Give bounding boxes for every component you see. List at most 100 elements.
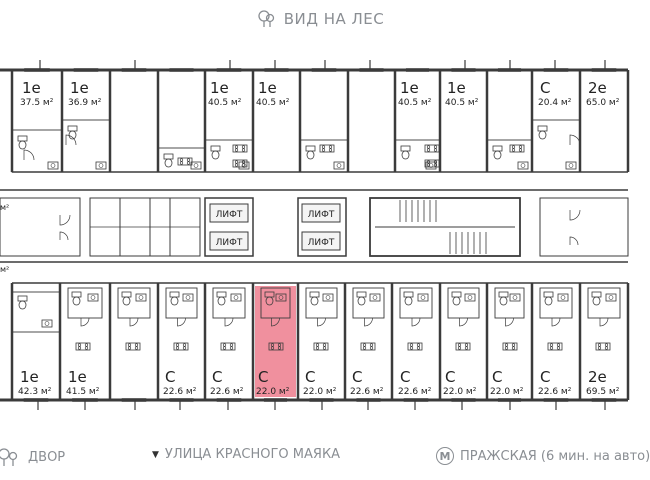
stove-icon [232, 159, 248, 168]
stove-burner [433, 145, 438, 149]
door-swing [411, 317, 421, 327]
sink-drain [520, 163, 526, 168]
sink-drain [512, 295, 518, 300]
stove-burner [464, 343, 469, 347]
bathroom-room [587, 287, 621, 319]
stove-icon [220, 342, 236, 351]
toilet-icon [67, 125, 78, 140]
elevator-box [209, 231, 249, 251]
sink-icon [275, 293, 287, 302]
door-arc [459, 317, 468, 327]
room-rect [537, 125, 548, 132]
room-rect [87, 293, 99, 302]
room-rect [216, 291, 227, 298]
door-arc [599, 317, 609, 327]
unit-area-label: 65.0 м² [586, 98, 620, 108]
door-swing [224, 317, 234, 327]
room-rect [17, 295, 28, 302]
toilet-icon [305, 145, 316, 160]
sink-drain [233, 295, 239, 300]
room-rect [121, 291, 132, 298]
toilet-bowl [401, 150, 410, 160]
room-rect [190, 161, 202, 170]
sink-drain [193, 163, 199, 168]
unit-area-label: 42.3 м² [18, 387, 52, 397]
stove-burner [511, 145, 516, 149]
stove-burner [518, 145, 523, 149]
door-arc [317, 317, 326, 327]
stove-burner [597, 343, 602, 347]
stove-burner [409, 346, 414, 350]
selected-apartment [255, 286, 296, 397]
stove-burner [270, 343, 275, 347]
room-rect [455, 342, 471, 351]
stove-icon [268, 342, 284, 351]
bathroom-room [447, 287, 480, 319]
sink-drain [608, 295, 614, 300]
toilet-bowl [452, 296, 461, 306]
sink-icon [87, 293, 99, 302]
stove-burner [416, 343, 421, 347]
sink-icon [509, 293, 521, 302]
room-rect [547, 342, 563, 351]
toilet-bowl [170, 296, 179, 306]
door-arc [505, 317, 514, 327]
toilet-icon [537, 125, 548, 140]
stove-burner [234, 163, 239, 167]
stove-burner [175, 346, 180, 350]
toilet-bowl [265, 296, 274, 306]
stove-burner [328, 148, 333, 152]
tree-icon [0, 448, 18, 466]
stove-burner [175, 343, 180, 347]
toilet-icon [543, 291, 554, 306]
unit-area-label: 40.5 м² [256, 98, 290, 108]
elevator-shaft-left [204, 197, 254, 257]
room-rect [163, 153, 174, 160]
stove-burner [457, 343, 462, 347]
room-rect [425, 161, 437, 170]
toilet-icon [71, 291, 82, 306]
stove-icon [232, 144, 248, 153]
unit-type-label: 1е [68, 368, 87, 386]
side-area-label: м² [0, 265, 9, 274]
stove-icon [75, 342, 91, 351]
stove-burner [369, 343, 374, 347]
sink-icon [333, 161, 345, 170]
room-rect [407, 342, 423, 351]
stove-icon [319, 144, 335, 153]
unit-area-label: 69.5 м² [586, 387, 620, 397]
toilet-bowl [211, 150, 220, 160]
stove-icon [509, 144, 525, 153]
metro-label: ПРАЖСКАЯ (6 мин. на авто) [460, 448, 650, 464]
sink-drain [325, 295, 331, 300]
door-swing [551, 317, 561, 327]
bathroom-room [305, 287, 338, 319]
stove-burner [182, 343, 187, 347]
stove-burner [179, 161, 184, 165]
sink-icon [417, 293, 429, 302]
unit-area-label: 22.6 м² [538, 387, 572, 397]
stove-burner [277, 346, 282, 350]
bathroom-room [157, 147, 206, 173]
door-arc [271, 317, 280, 327]
stove-burner [518, 148, 523, 152]
elevator-label: ЛИФТ [308, 210, 335, 220]
door-swing [459, 317, 468, 327]
stove-burner [127, 346, 132, 350]
toilet-bowl [122, 296, 131, 306]
room-rect [75, 342, 91, 351]
unit-area-label: 22.6 м² [350, 387, 384, 397]
stair-block [369, 197, 521, 257]
room-rect [232, 159, 248, 168]
metro-icon: М [436, 447, 454, 465]
metro-group: М ПРАЖСКАЯ (6 мин. на авто) [436, 447, 650, 465]
toilet-icon [210, 145, 221, 160]
toilet-icon [17, 295, 28, 310]
toilet-icon [216, 291, 227, 306]
room-rect [498, 291, 509, 298]
door-swing [364, 317, 373, 327]
bathroom-room [117, 287, 151, 319]
stove-burner [179, 158, 184, 162]
elevator-label: ЛИФТ [308, 238, 335, 248]
